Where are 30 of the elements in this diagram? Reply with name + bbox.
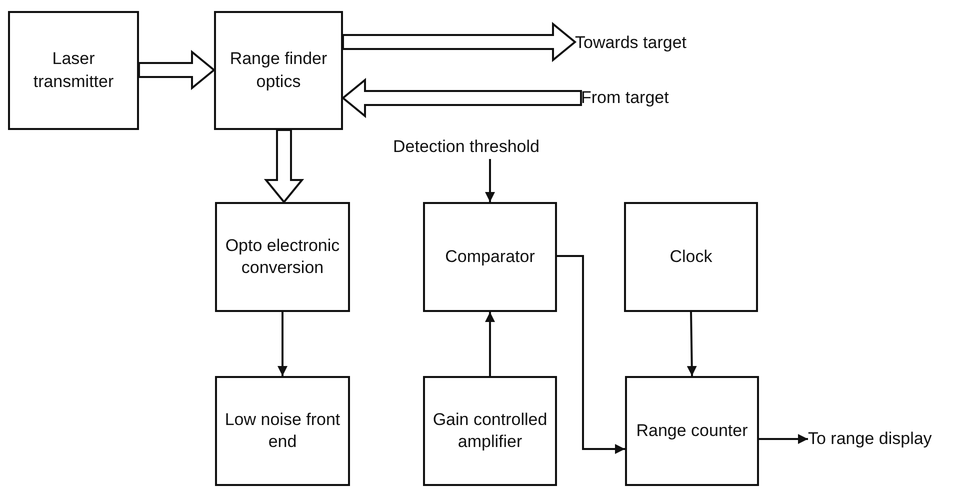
process-box — [214, 11, 343, 130]
box-label: Clock — [670, 246, 712, 268]
box-label: Opto electronic conversion — [224, 234, 341, 279]
arrow — [759, 434, 808, 444]
process-box — [215, 376, 350, 486]
box-label: Low noise front end — [224, 408, 342, 453]
process-box — [423, 202, 557, 312]
arrow — [485, 159, 495, 202]
process-box — [423, 376, 557, 486]
box-label: Range finder optics — [228, 48, 328, 92]
box-label: Comparator — [445, 246, 535, 268]
box-label: Gain controlled amplifier — [432, 408, 548, 453]
hollow-arrow — [138, 50, 216, 90]
signal-label: Towards target — [575, 31, 725, 55]
process-box — [215, 202, 350, 312]
arrow — [686, 312, 697, 376]
arrow — [485, 312, 495, 376]
box-label: Laser transmitter — [32, 48, 115, 92]
process-box — [624, 202, 758, 312]
signal-label: To range display — [808, 427, 965, 451]
arrow — [557, 255, 625, 454]
process-box — [625, 376, 759, 486]
hollow-arrow — [342, 22, 577, 62]
process-box — [8, 11, 139, 130]
hollow-arrow — [264, 129, 304, 204]
signal-label: From target — [581, 86, 701, 110]
signal-label: Detection threshold — [393, 135, 579, 159]
box-label: Range counter — [636, 420, 748, 442]
arrow — [278, 312, 288, 376]
hollow-arrow — [341, 78, 582, 118]
